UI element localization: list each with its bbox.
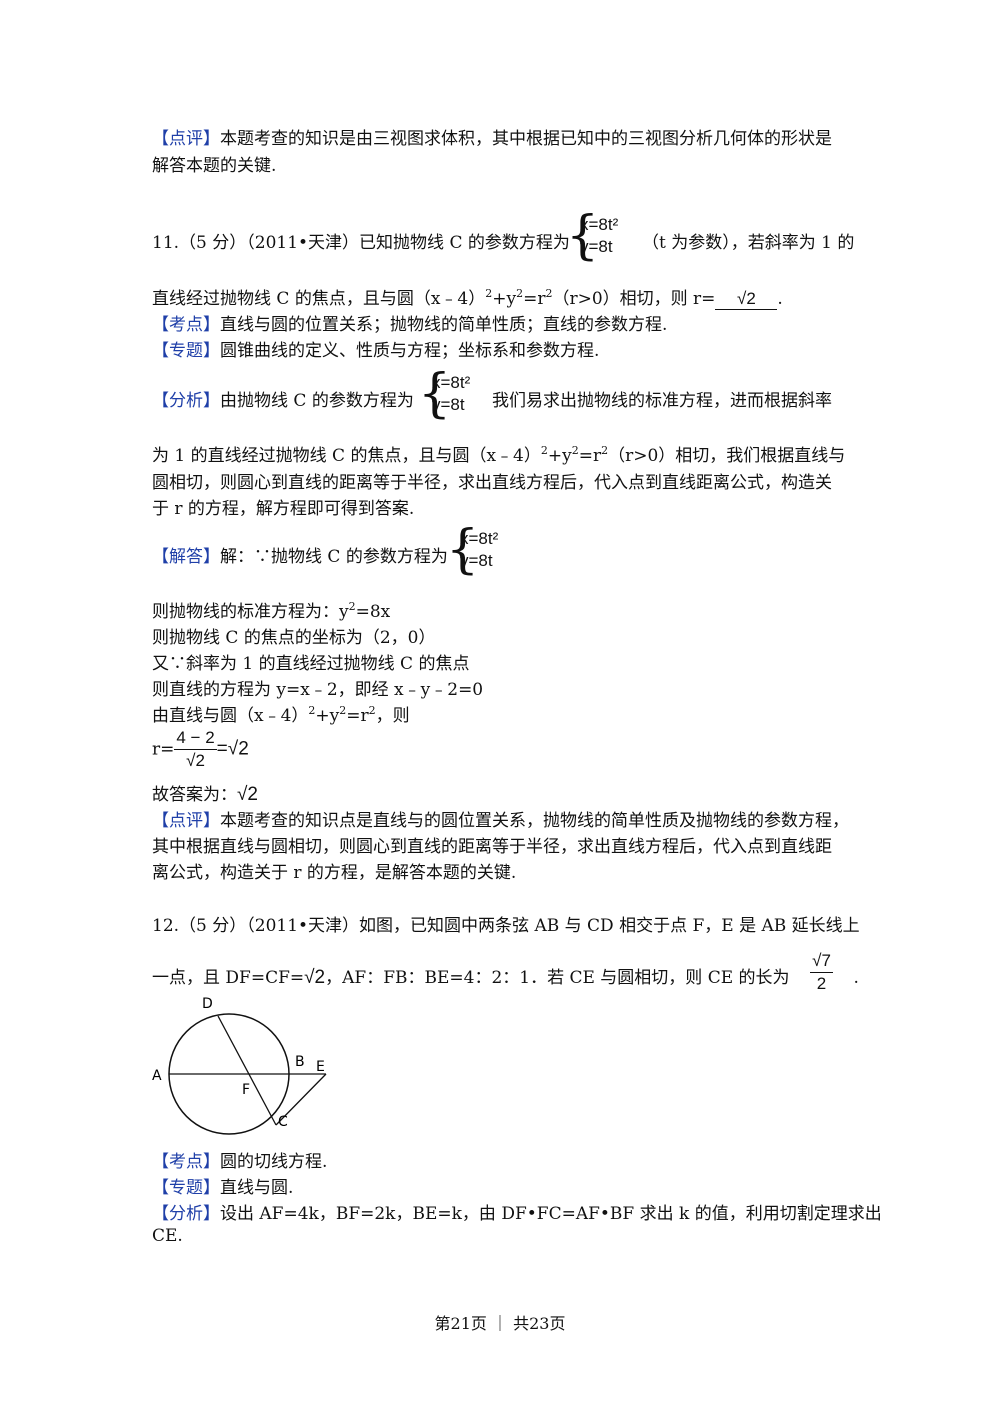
- label-b: B: [295, 1054, 305, 1070]
- q12-figure: D A F B E C: [152, 996, 327, 1135]
- label-a: A: [152, 1068, 162, 1084]
- q11-jieda-a: 【解答】解：∵抛物线 C 的参数方程为: [152, 547, 448, 567]
- q11-fenxi-b: 我们易求出抛物线的标准方程，进而根据斜率: [492, 391, 832, 411]
- q11-fenxi-l2: 为 1 的直线经过抛物线 C 的焦点，且与圆（x﹣4）2+y2=r2（r>0）相…: [152, 444, 846, 466]
- q11-stem-tail: （t 为参数），若斜率为 1 的: [642, 233, 855, 253]
- q12-kaodian: 【考点】圆的切线方程.: [152, 1152, 328, 1172]
- label-d: D: [202, 996, 213, 1012]
- q11-dianping-3: 离公式，构造关于 r 的方程，是解答本题的关键.: [152, 863, 517, 883]
- q11-step-6: r=4 − 2√2=√2: [152, 728, 249, 770]
- q11-stem: 11.（5 分）（2011•天津）已知抛物线 C 的参数方程为: [152, 233, 570, 253]
- q12-fenxi-1: 【分析】设出 AF=4k，BF=2k，BE=k，由 DF•FC=AF•BF 求出…: [152, 1204, 882, 1224]
- label-c: C: [278, 1114, 288, 1130]
- label-e: E: [316, 1059, 325, 1075]
- q12-zhuanti: 【专题】直线与圆.: [152, 1178, 294, 1198]
- review-line-2: 解答本题的关键.: [152, 156, 277, 176]
- review-tag: 【点评】: [152, 129, 220, 149]
- q12-stem-1: 12.（5 分）（2011•天津）如图，已知圆中两条弦 AB 与 CD 相交于点…: [152, 916, 860, 936]
- q11-jieda-system: x=8t² y=8t: [460, 529, 499, 570]
- chord-dc: [217, 1015, 277, 1126]
- q11-fraction: 4 − 2√2: [174, 728, 217, 770]
- q11-step-3: 又∵斜率为 1 的直线经过抛物线 C 的焦点: [152, 654, 470, 674]
- q11-kaodian: 【考点】直线与圆的位置关系；抛物线的简单性质；直线的参数方程.: [152, 315, 668, 335]
- q11-fenxi-system: x=8t² y=8t: [432, 373, 471, 414]
- q11-step-2: 则抛物线 C 的焦点的坐标为（2，0）: [152, 628, 436, 648]
- q11-dianping-1: 【点评】本题考查的知识点是直线与的圆位置关系，抛物线的简单性质及抛物线的参数方程…: [152, 811, 849, 831]
- page-footer: 第21页 ｜ 共23页: [434, 1314, 566, 1333]
- q11-final-answer: 故答案为：√2: [152, 784, 258, 805]
- q11-brace: {: [566, 206, 600, 266]
- q11-fenxi-a: 【分析】由抛物线 C 的参数方程为: [152, 391, 414, 411]
- q11-step-1: 则抛物线的标准方程为：y2=8x: [152, 600, 391, 622]
- q11-step-4: 则直线的方程为 y=x﹣2，即经 x﹣y﹣2=0: [152, 680, 484, 700]
- q11-fenxi-brace: {: [418, 364, 452, 424]
- tangent-ce: [275, 1073, 327, 1126]
- q11-system: x=8t² y=8t: [580, 215, 619, 256]
- label-f: F: [242, 1082, 250, 1098]
- q11-fenxi-l4: 于 r 的方程，解方程即可得到答案.: [152, 499, 415, 519]
- q11-line2: 直线经过抛物线 C 的焦点，且与圆（x﹣4）2+y2=r2（r>0）相切，则 r…: [152, 287, 783, 310]
- q11-zhuanti: 【专题】圆锥曲线的定义、性质与方程；坐标系和参数方程.: [152, 341, 600, 361]
- q11-answer: √2: [715, 289, 778, 310]
- q11-jieda-brace: {: [446, 520, 480, 580]
- q11-dianping-2: 其中根据直线与圆相切，则圆心到直线的距离等于半径，求出直线方程后，代入点到直线距: [152, 837, 832, 857]
- q12-stem-2: 一点，且 DF=CF=√2，AF：FB：BE=4：2：1．若 CE 与圆相切，则…: [152, 951, 859, 993]
- q12-fenxi-2: CE.: [152, 1226, 183, 1246]
- q11-step-5: 由直线与圆（x﹣4）2+y2=r2，则: [152, 704, 410, 726]
- q11-fenxi-l3: 圆相切，则圆心到直线的距离等于半径，求出直线方程后，代入点到直线距离公式，构造关: [152, 473, 832, 493]
- review-line-1: 【点评】本题考查的知识是由三视图求体积，其中根据已知中的三视图分析几何体的形状是: [152, 129, 832, 149]
